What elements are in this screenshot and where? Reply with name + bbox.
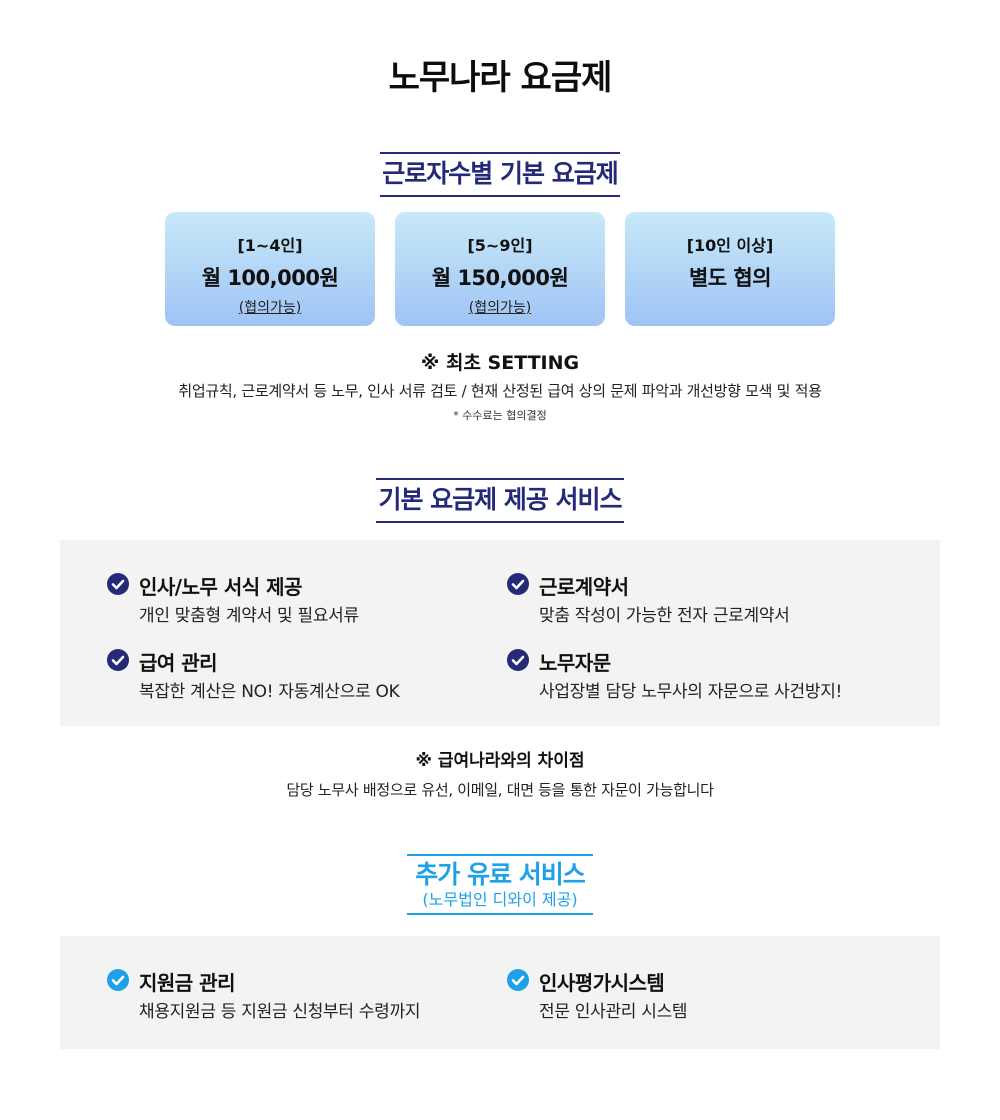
plan-cards: [1~4인] 월 100,000원 (협의가능) [5~9인] 월 150,00… (165, 212, 835, 326)
service-desc: 사업장별 담당 노무사의 자문으로 사건방지! (539, 682, 843, 702)
service-title: 인사평가시스템 (539, 971, 665, 995)
plan-range: [10인 이상] (686, 236, 774, 255)
plan-note: (협의가능) (468, 300, 532, 316)
paid-services-subheading: (노무법인 디와이 제공) (422, 890, 578, 909)
service-desc: 개인 맞춤형 계약서 및 필요서류 (139, 606, 359, 626)
service-desc: 맞춤 작성이 가능한 전자 근로계약서 (539, 606, 790, 626)
plan-price: 별도 협의 (688, 266, 772, 290)
service-title: 급여 관리 (139, 651, 218, 675)
plan-card-5-9: [5~9인] 월 150,000원 (협의가능) (395, 212, 605, 326)
check-circle-icon (507, 969, 529, 991)
difference-title: ※ 급여나라와의 차이점 (415, 751, 585, 771)
check-circle-icon (107, 969, 129, 991)
check-circle-icon (107, 649, 129, 671)
pricing-heading-wrap: 근로자수별 기본 요금제 (0, 152, 1000, 197)
plan-card-1-4: [1~4인] 월 100,000원 (협의가능) (165, 212, 375, 326)
service-desc: 전문 인사관리 시스템 (539, 1002, 688, 1022)
service-title: 지원금 관리 (139, 971, 235, 995)
basic-services-panel: 인사/노무 서식 제공 개인 맞춤형 계약서 및 필요서류 근로계약서 맞춤 작… (60, 540, 940, 726)
plan-price: 월 100,000원 (201, 266, 339, 290)
check-circle-icon (507, 649, 529, 671)
paid-services-heading-box: 추가 유료 서비스 (노무법인 디와이 제공) (407, 854, 593, 915)
service-desc: 복잡한 계산은 NO! 자동계산으로 OK (139, 682, 400, 702)
plan-range: [1~4인] (237, 236, 303, 255)
service-title: 노무자문 (539, 651, 611, 675)
service-desc: 채용지원금 등 지원금 신청부터 수령까지 (139, 1002, 421, 1022)
paid-services-panel: 지원금 관리 채용지원금 등 지원금 신청부터 수령까지 인사평가시스템 전문 … (60, 936, 940, 1049)
check-circle-icon (507, 573, 529, 595)
check-circle-icon (107, 573, 129, 595)
basic-services-heading-wrap: 기본 요금제 제공 서비스 (0, 478, 1000, 523)
plan-card-10-plus: [10인 이상] 별도 협의 (625, 212, 835, 326)
setting-description: 취업규칙, 근로계약서 등 노무, 인사 서류 검토 / 현재 산정된 급여 상… (178, 382, 822, 400)
service-title: 근로계약서 (539, 575, 629, 599)
paid-services-heading: 추가 유료 서비스 (415, 860, 585, 889)
difference-note: ※ 급여나라와의 차이점 담당 노무사 배정으로 유선, 이메일, 대면 등을 … (0, 746, 1000, 800)
basic-services-heading: 기본 요금제 제공 서비스 (376, 478, 624, 523)
setting-title: ※ 최초 SETTING (420, 352, 580, 374)
page-title: 노무나라 요금제 (388, 58, 613, 98)
setting-fee-note: * 수수료는 협의결정 (453, 409, 547, 422)
service-title: 인사/노무 서식 제공 (139, 575, 302, 599)
initial-setting: ※ 최초 SETTING 취업규칙, 근로계약서 등 노무, 인사 서류 검토 … (0, 348, 1000, 423)
paid-services-heading-wrap: 추가 유료 서비스 (노무법인 디와이 제공) (0, 854, 1000, 915)
pricing-heading: 근로자수별 기본 요금제 (380, 152, 620, 197)
plan-range: [5~9인] (467, 236, 533, 255)
difference-desc: 담당 노무사 배정으로 유선, 이메일, 대면 등을 통한 자문이 가능합니다 (286, 781, 714, 799)
plan-price: 월 150,000원 (431, 266, 569, 290)
plan-note: (협의가능) (238, 300, 302, 316)
